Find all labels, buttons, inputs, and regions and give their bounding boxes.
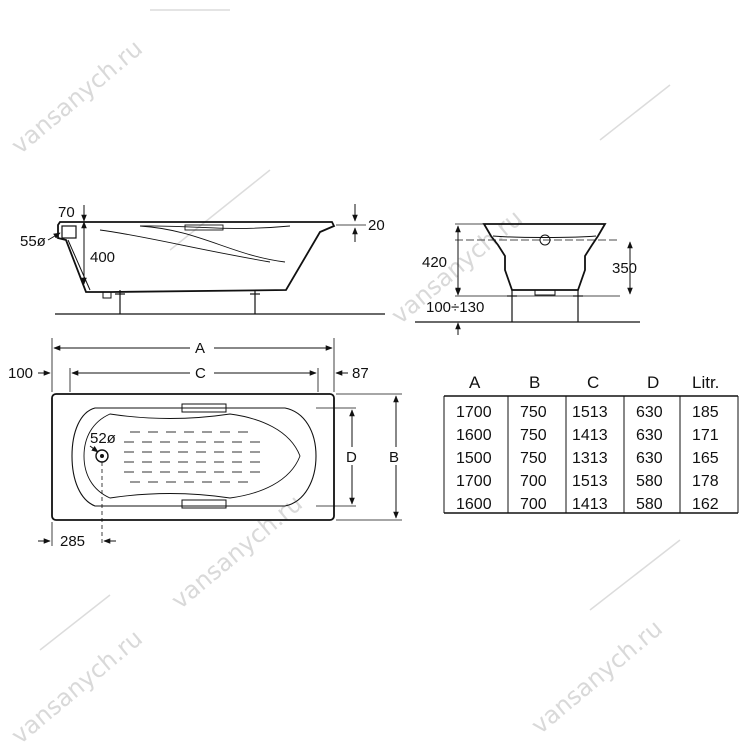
table-cell: 580 (636, 496, 663, 513)
dimension-table: A B C D Litr. 1700 750 1513 630 185 1600… (443, 373, 739, 514)
handle (184, 224, 224, 231)
table-header-d: D (647, 373, 659, 392)
dim-right: 87 (352, 365, 369, 382)
dim-a: A (195, 340, 205, 357)
table-row: 1700 750 1513 630 185 (456, 404, 719, 421)
watermark-line: vansanych.ru (6, 9, 230, 160)
watermark-text: vansanych.ru (6, 624, 148, 749)
dim-inner: 350 (612, 260, 637, 277)
table-cell: 1700 (456, 404, 492, 421)
table-row: 1700 700 1513 580 178 (456, 473, 719, 490)
dim-edge: 20 (368, 217, 385, 234)
table-row: 1600 750 1413 630 171 (456, 427, 719, 444)
table-header-a: A (469, 373, 481, 392)
legs (102, 290, 260, 314)
table-cell: 700 (520, 496, 547, 513)
dim-depth: 400 (90, 249, 115, 266)
dim-b: B (389, 449, 399, 466)
watermark-text: vansanych.ru (526, 614, 668, 739)
side-view: 70 55ø 400 20 (20, 204, 385, 315)
dim-drain-offset: 285 (60, 533, 85, 550)
table-cell: 185 (692, 404, 719, 421)
table-header-litr: Litr. (692, 373, 719, 392)
dim-legs: 100÷130 (426, 299, 484, 316)
table-header-c: C (587, 373, 599, 392)
table-cell: 171 (692, 427, 719, 444)
table-cell: 580 (636, 473, 663, 490)
watermark-text: vansanych.ru (6, 34, 148, 159)
table-cell: 750 (520, 450, 547, 467)
overflow-pipe (61, 225, 77, 239)
dim-overflow: 55ø (20, 233, 46, 250)
dim-rim: 70 (58, 204, 75, 221)
table-cell: 178 (692, 473, 719, 490)
table-cell: 1413 (572, 427, 608, 444)
table-cell: 1600 (456, 496, 492, 513)
side-tub-outline (57, 221, 336, 293)
table-cell: 630 (636, 404, 663, 421)
tub-rim (51, 393, 335, 521)
table-cell: 1313 (572, 450, 608, 467)
table-row: 1600 700 1413 580 162 (456, 496, 719, 513)
inner-basin (71, 407, 317, 507)
table-cell: 1413 (572, 496, 608, 513)
dim-drain: 52ø (90, 430, 116, 447)
table-cell: 1500 (456, 450, 492, 467)
table-cell: 700 (520, 473, 547, 490)
table-cell: 750 (520, 404, 547, 421)
watermarks: vansanych.ru vansanych.ru vansanych.ru v… (6, 9, 681, 750)
table-cell: 162 (692, 496, 719, 513)
handle-top (181, 403, 227, 413)
handle-bottom (181, 499, 227, 509)
table-cell: 750 (520, 427, 547, 444)
end-view: 420 350 100÷130 (415, 223, 640, 335)
table-cell: 630 (636, 427, 663, 444)
table-cell: 1600 (456, 427, 492, 444)
table-cell: 630 (636, 450, 663, 467)
table-cell: 1513 (572, 473, 608, 490)
anti-slip-pattern (124, 431, 260, 483)
table-header-b: B (529, 373, 540, 392)
table-cell: 1700 (456, 473, 492, 490)
top-view: 52ø A C 100 87 D B 28 (8, 338, 405, 550)
dim-d: D (346, 449, 357, 466)
dim-height: 420 (422, 254, 447, 271)
table-row: 1500 750 1313 630 165 (456, 450, 719, 467)
table-cell: 165 (692, 450, 719, 467)
dim-c: C (195, 365, 206, 382)
dim-left: 100 (8, 365, 33, 382)
table-cell: 1513 (572, 404, 608, 421)
